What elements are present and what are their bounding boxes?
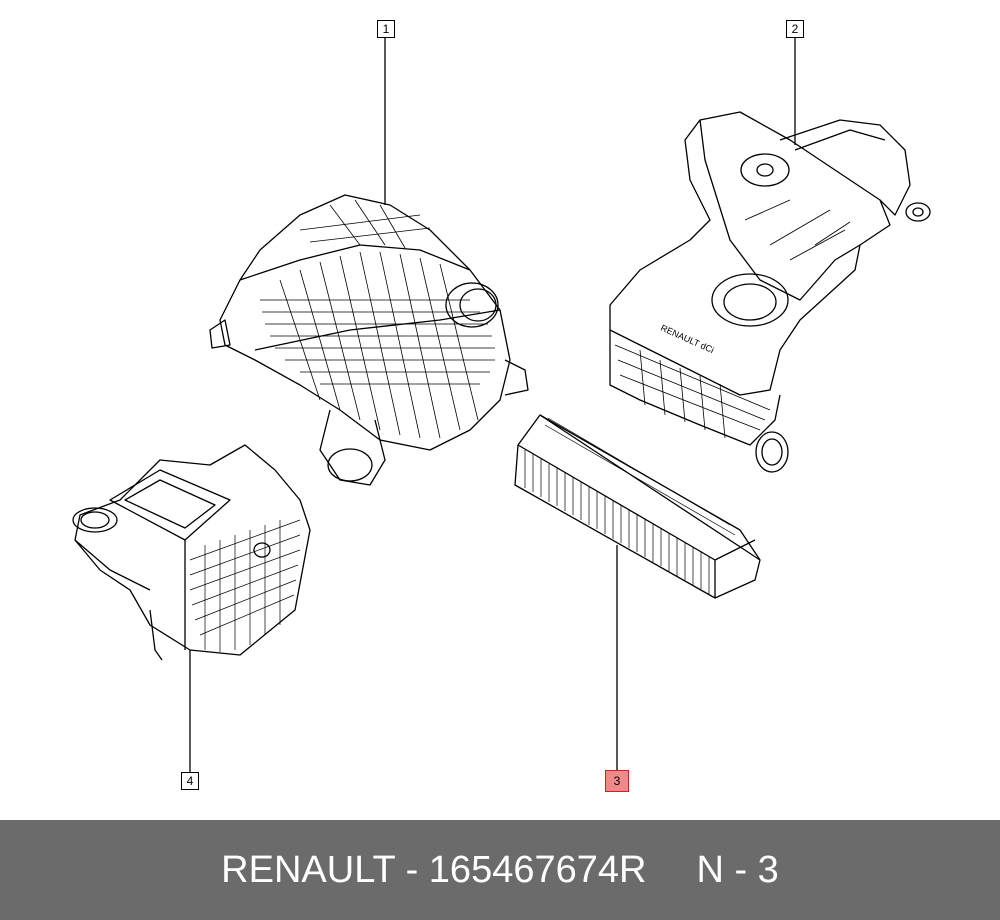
part-4-lower-housing — [72, 444, 311, 661]
callout-label-4: 4 — [181, 772, 199, 790]
part-number-footer: RENAULT - 165467674R N - 3 — [0, 820, 1000, 920]
callout-label-2: 2 — [786, 20, 804, 38]
part-3-filter-element — [514, 414, 761, 599]
callout-label-3-highlighted: 3 — [605, 770, 629, 792]
part-number-text: RENAULT - 165467674R — [221, 848, 647, 891]
quantity-text: N - 3 — [696, 848, 779, 891]
exploded-parts-diagram: RENAULT dCi — [72, 35, 931, 772]
part-2-filter-cover: RENAULT dCi — [609, 111, 931, 473]
part-1-intake-housing — [209, 194, 529, 486]
svg-text:RENAULT dCi: RENAULT dCi — [659, 323, 715, 355]
callout-label-1: 1 — [377, 20, 395, 38]
